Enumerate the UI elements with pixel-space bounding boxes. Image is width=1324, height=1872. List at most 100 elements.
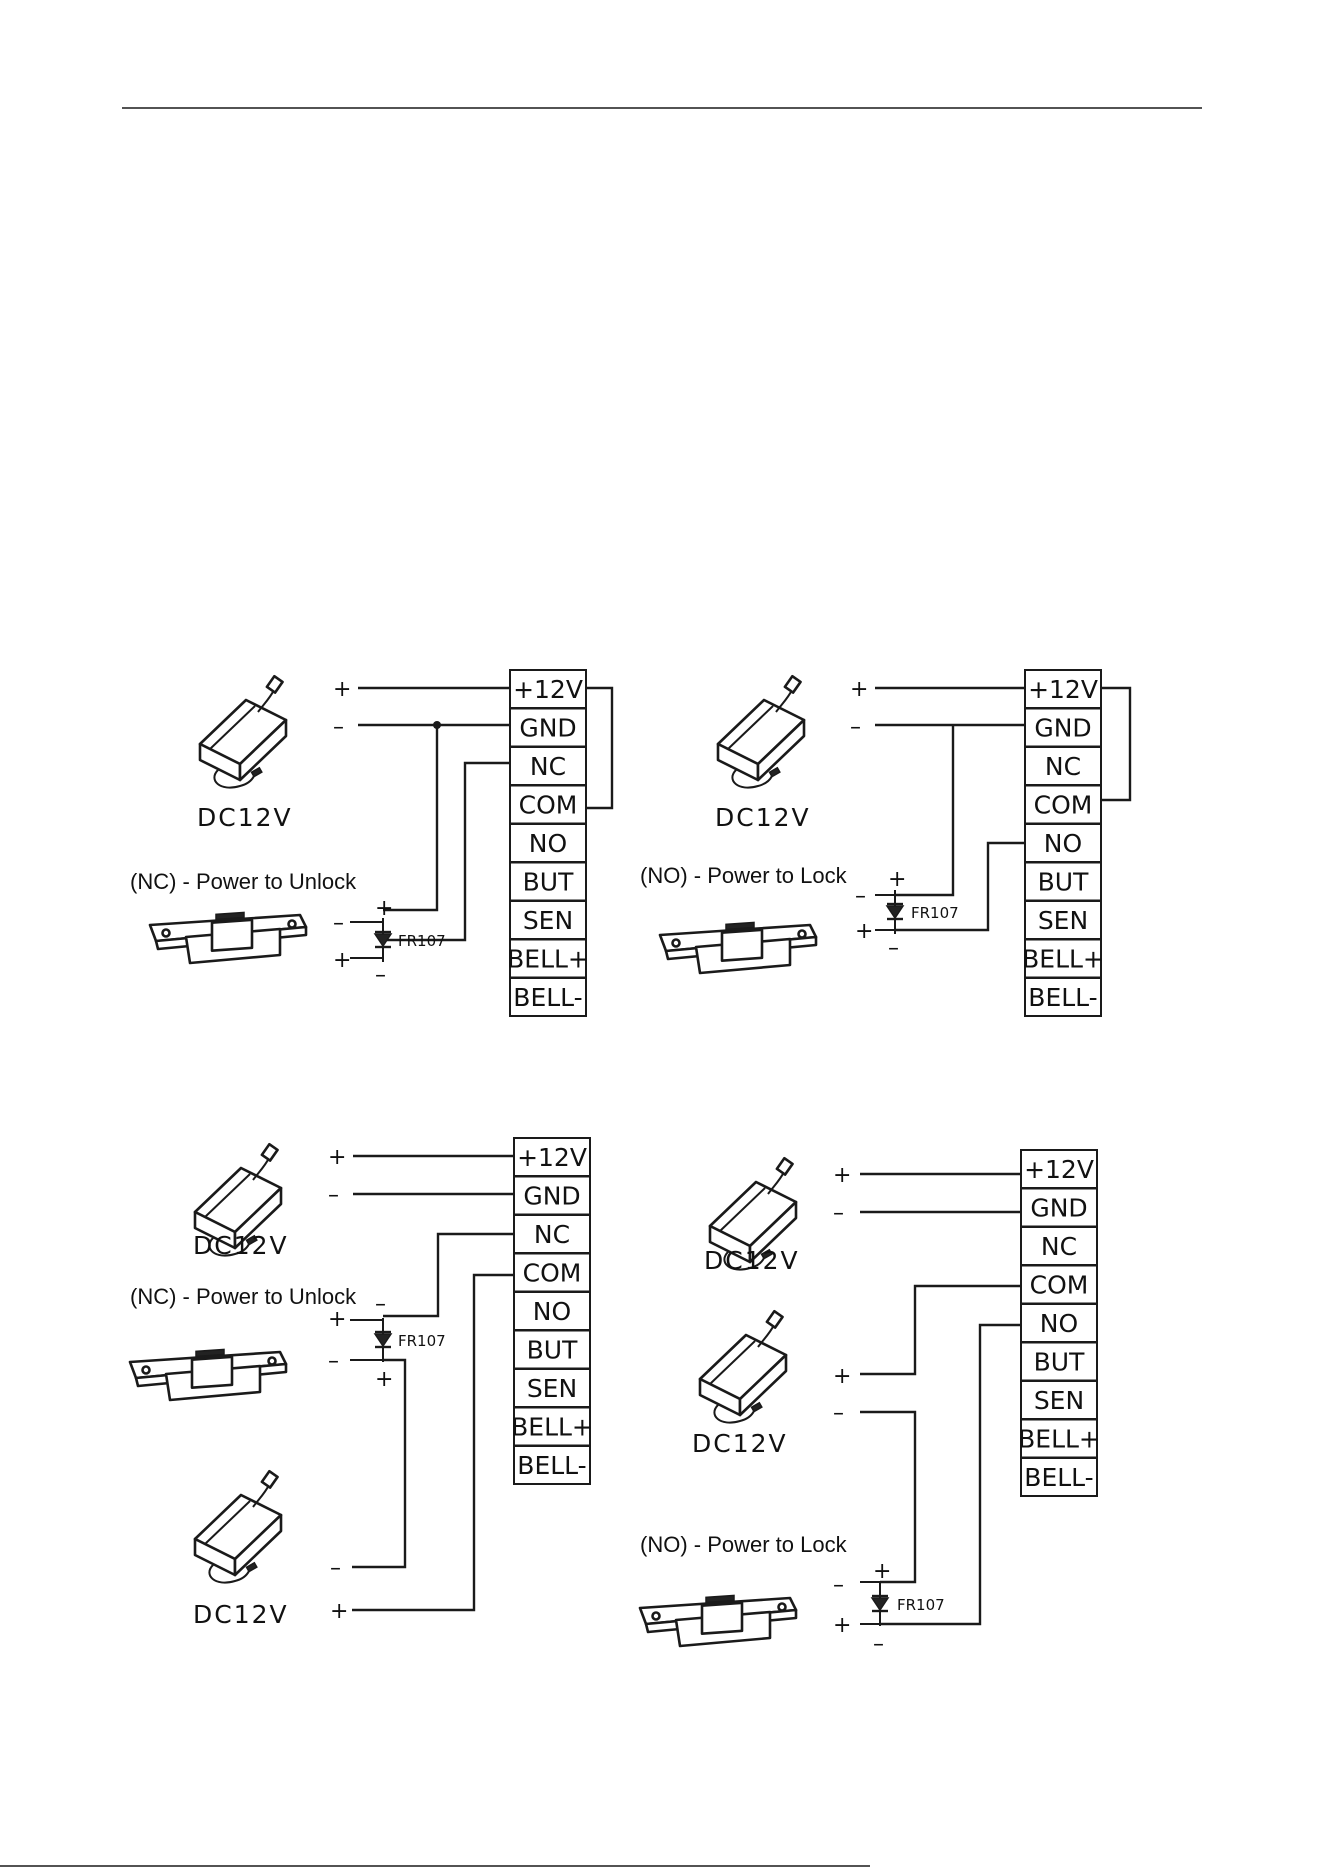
diagram-caption: (NO) - Power to Lock — [640, 863, 848, 888]
power-supply-icon — [193, 1469, 283, 1584]
terminal-label-com: COM — [1034, 791, 1093, 820]
terminal-label-sen: SEN — [527, 1374, 577, 1403]
terminal-cell — [513, 1445, 591, 1485]
power-supply-icon — [698, 1309, 788, 1424]
minus-sign: – — [850, 715, 861, 740]
terminal-cell — [509, 900, 587, 940]
psu-label: DC12V — [193, 1231, 289, 1260]
terminal-cell — [513, 1329, 591, 1370]
psu-label: DC12V — [692, 1429, 788, 1458]
terminal-cell — [1024, 707, 1102, 748]
plus-sign: + — [873, 1559, 891, 1584]
terminal-cell — [509, 823, 587, 863]
terminal-label-gnd: GND — [519, 714, 576, 743]
terminal-cell — [1020, 1303, 1098, 1343]
terminal-label-bell: BELL- — [1024, 1463, 1093, 1492]
terminal-label-but: BUT — [1034, 1348, 1085, 1377]
power-supply-icon — [198, 674, 288, 789]
diode-label: FR107 — [897, 1596, 945, 1614]
minus-sign: – — [855, 884, 866, 909]
terminal-cell — [513, 1291, 591, 1331]
plus-sign: + — [888, 867, 906, 892]
terminal-label-but: BUT — [523, 868, 574, 897]
terminal-label-no: NO — [529, 829, 567, 858]
plus-sign: + — [328, 1145, 346, 1170]
terminal-label-sen: SEN — [1034, 1386, 1084, 1415]
terminal-cell — [1024, 938, 1102, 979]
terminal-cell — [1020, 1380, 1098, 1420]
terminal-label-nc: NC — [534, 1220, 570, 1249]
terminal-cell — [1020, 1149, 1098, 1189]
plus-sign: + — [330, 1599, 348, 1624]
minus-sign: – — [330, 1556, 341, 1581]
electric-strike-icon — [148, 911, 308, 965]
terminal-cell — [1020, 1418, 1098, 1459]
terminal-label-bell: BELL+ — [507, 945, 589, 974]
diagram-caption: (NC) - Power to Unlock — [130, 869, 357, 894]
terminal-cell — [509, 861, 587, 902]
terminal-label-com: COM — [519, 791, 578, 820]
power-supply-icon — [716, 674, 806, 789]
terminal-label-no: NO — [533, 1297, 571, 1326]
terminal-cell — [513, 1368, 591, 1408]
terminal-label-bell: BELL+ — [511, 1413, 593, 1442]
plus-sign: + — [333, 948, 351, 973]
terminal-label--12v: +12V — [1024, 1155, 1094, 1184]
terminal-cell — [513, 1137, 591, 1177]
terminal-cell — [1024, 977, 1102, 1017]
terminal-label-sen: SEN — [523, 906, 573, 935]
terminal-label-com: COM — [523, 1259, 582, 1288]
terminal-cell — [1020, 1226, 1098, 1266]
psu-label: DC12V — [715, 803, 811, 832]
terminal-label-bell: BELL- — [513, 983, 582, 1012]
minus-sign: – — [873, 1632, 884, 1657]
plus-sign: + — [328, 1307, 346, 1332]
electric-strike-icon — [638, 1594, 798, 1648]
terminal-label-nc: NC — [1041, 1232, 1077, 1261]
diode-label: FR107 — [398, 1332, 446, 1350]
terminal-label-bell: BELL+ — [1022, 945, 1104, 974]
psu-label: DC12V — [704, 1246, 800, 1275]
minus-sign: – — [333, 715, 344, 740]
terminal-cell — [509, 977, 587, 1017]
diode-label: FR107 — [911, 904, 959, 922]
terminal-label-gnd: GND — [523, 1182, 580, 1211]
terminal-cell — [1020, 1457, 1098, 1497]
minus-sign: – — [375, 963, 386, 988]
terminal-label-com: COM — [1030, 1271, 1089, 1300]
electric-strike-icon — [658, 921, 818, 975]
terminal-label-but: BUT — [527, 1336, 578, 1365]
terminal-label-bell: BELL+ — [1018, 1425, 1100, 1454]
diagram-caption: (NC) - Power to Unlock — [130, 1284, 357, 1309]
minus-sign: – — [333, 911, 344, 936]
terminal-cell — [509, 784, 587, 825]
terminal-label-gnd: GND — [1030, 1194, 1087, 1223]
plus-sign: + — [333, 677, 351, 702]
minus-sign: – — [888, 936, 899, 961]
terminal-label--12v: +12V — [1028, 675, 1098, 704]
diagram-caption: (NO) - Power to Lock — [640, 1532, 848, 1557]
minus-sign: – — [833, 1573, 844, 1598]
terminal-block-4: +12V GND NC COM NO BUT SEN BELL+ BELL- — [1018, 1149, 1100, 1497]
terminal-cell — [513, 1252, 591, 1293]
terminal-cell — [509, 746, 587, 786]
terminal-label-no: NO — [1040, 1309, 1078, 1338]
diode-icon — [885, 888, 905, 936]
terminal-label-nc: NC — [1045, 752, 1081, 781]
terminal-label-bell: BELL- — [1028, 983, 1097, 1012]
psu-label: DC12V — [193, 1600, 289, 1629]
plus-sign: + — [375, 1367, 393, 1392]
terminal-label-no: NO — [1044, 829, 1082, 858]
diagram-no-power-to-lock-bottom-right: +12V GND NC COM NO BUT SEN BELL+ BELL- DC12V + –… — [638, 1149, 1100, 1657]
minus-sign: – — [833, 1201, 844, 1226]
diode-icon — [373, 1316, 393, 1364]
terminal-label--12v: +12V — [513, 675, 583, 704]
terminal-cell — [509, 707, 587, 748]
minus-sign: – — [328, 1183, 339, 1208]
diode-label: FR107 — [398, 932, 446, 950]
diode-icon — [870, 1580, 890, 1628]
